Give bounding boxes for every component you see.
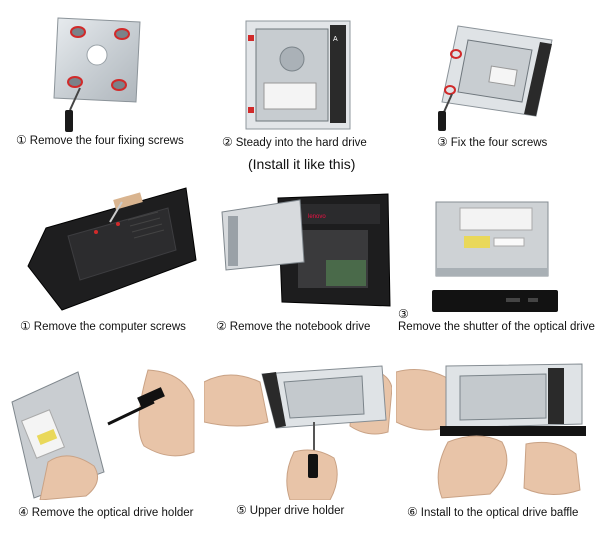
step-label: Fix the four screws xyxy=(450,137,548,149)
photo-remove-shutter xyxy=(432,198,560,318)
svg-text:lenovo: lenovo xyxy=(308,214,326,220)
step-label: Remove the shutter of the optical drive xyxy=(398,321,595,333)
step-label: Remove the four fixing screws xyxy=(29,135,184,147)
step-number: ⑥ xyxy=(407,505,418,519)
photo-fix-four-screws xyxy=(428,18,558,133)
svg-text:A: A xyxy=(333,36,338,43)
photo-remove-fixing-screws xyxy=(40,10,150,135)
photo-upper-drive-holder xyxy=(204,362,392,500)
step-label: Install to the optical drive baffle xyxy=(420,507,579,519)
install-note: (Install it like this) xyxy=(248,156,356,172)
step-number: ④ xyxy=(18,505,29,519)
step-label: Remove the notebook drive xyxy=(229,321,371,333)
photo-remove-computer-screws xyxy=(18,180,198,315)
photo-remove-notebook-drive: lenovo xyxy=(218,190,394,312)
step-label: Upper drive holder xyxy=(249,505,345,517)
step-number: ③ xyxy=(437,135,448,149)
photo-remove-optical-holder xyxy=(8,362,198,500)
step-number: ② xyxy=(222,135,233,149)
step-label: Remove the optical drive holder xyxy=(31,507,194,519)
photo-install-baffle xyxy=(396,362,588,500)
step-number: ⑤ xyxy=(236,503,247,517)
step-label: Steady into the hard drive xyxy=(235,137,367,149)
step-label: Remove the computer screws xyxy=(33,321,186,333)
step-number: ③ xyxy=(398,307,409,321)
step-number: ① xyxy=(16,133,27,147)
step-number: ① xyxy=(20,319,31,333)
photo-steady-into-hard-drive: A xyxy=(238,15,358,133)
step-number: ② xyxy=(216,319,227,333)
